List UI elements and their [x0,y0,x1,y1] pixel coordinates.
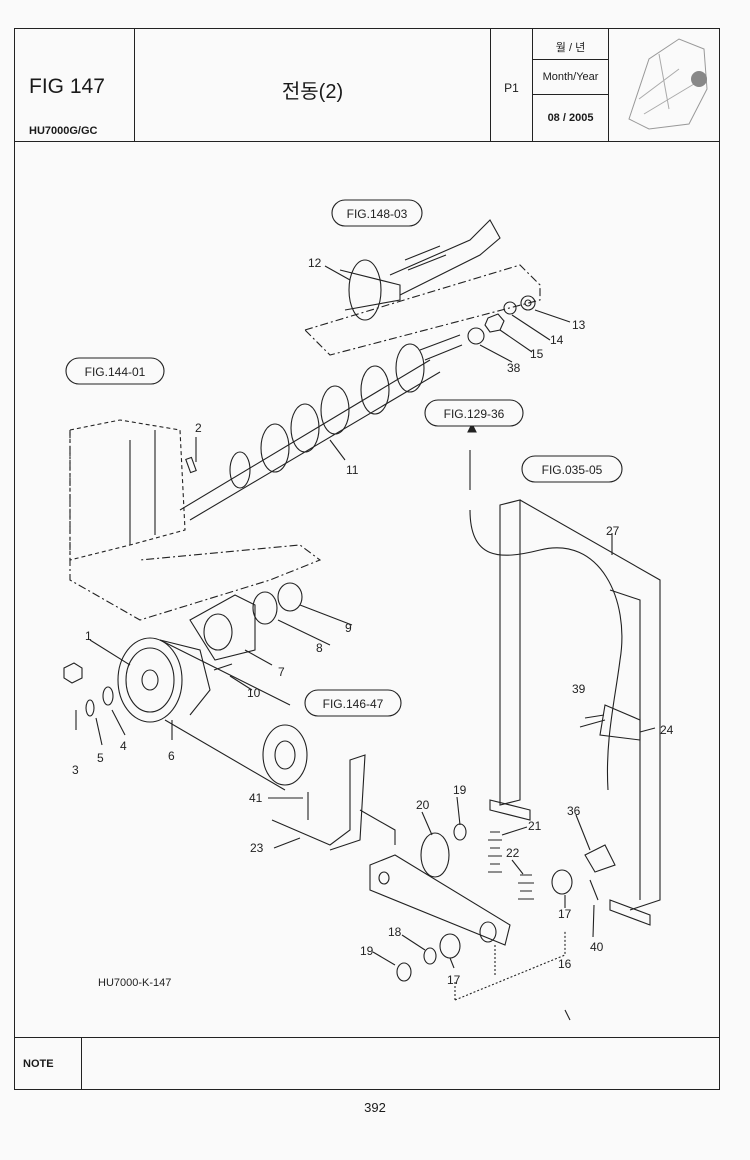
part-label: 12 [308,256,322,270]
nut-15-icon [484,313,505,333]
ref-148-03: FIG.148-03 [331,199,423,227]
washer-13-icon [520,295,536,311]
washer-4-icon [102,686,114,706]
spring-22-icon [518,874,534,900]
ref-144-01: FIG.144-01 [65,357,165,385]
spring-21-icon [488,831,502,873]
part-label: 17 [447,973,461,987]
ref-146-47: FIG.146-47 [304,689,402,717]
frame-left-icon [69,419,186,561]
part-label: 11 [346,463,359,477]
part-label: 40 [590,940,604,954]
part-labels: 1 2 3 4 5 6 7 8 9 10 11 12 13 14 15 16 1… [72,256,674,987]
bolt-10-icon [213,663,233,671]
part-label: 14 [550,333,564,347]
tension-pulley-icon [262,724,308,786]
thumbnail-cell [609,29,719,141]
fig-cell: FIG 147 HU7000G/GC [15,29,135,141]
pin-36-icon [584,844,616,873]
part-label: 19 [360,944,374,958]
lever-16-icon [369,854,511,946]
model-code: HU7000G/GC [29,125,98,137]
date-cell: 월 / 년 Month/Year 08 / 2005 [533,29,609,141]
belt-6-icon [159,639,291,791]
part-label: 22 [506,846,520,860]
svg-text:FIG.148-03: FIG.148-03 [347,207,408,221]
drawing-code: HU7000-K-147 [98,977,171,989]
part-label: 3 [72,763,79,777]
part-label: 39 [572,682,586,696]
part-label: 9 [345,621,352,635]
svg-text:FIG.129-36: FIG.129-36 [444,407,505,421]
part-label: 17 [558,907,572,921]
exploded-parts-diagram: FIG.148-03 FIG.144-01 FIG.129-36 FIG.035… [63,199,674,1021]
cable-27-icon [469,509,623,791]
month-year-kr: 월 / 년 [533,37,608,60]
part-label: 10 [247,686,261,700]
note-bar: NOTE [15,1037,719,1092]
washer-18-icon [423,947,437,965]
frame-right-icon [489,499,661,926]
bolt-40-icon [589,879,599,901]
part-label: 19 [453,783,467,797]
part-label: 23 [250,841,264,855]
ring-19-icon [453,823,467,841]
svg-text:FIG.144-01: FIG.144-01 [85,365,146,379]
svg-text:FIG.146-47: FIG.146-47 [323,697,384,711]
part-label: 27 [606,524,620,538]
header-block: FIG 147 HU7000G/GC 전동(2) P1 월 / 년 Month/… [15,29,719,142]
svg-text:FIG.035-05: FIG.035-05 [542,463,603,477]
part-label: 15 [530,347,544,361]
auger-shaft-icon [179,334,463,521]
part-label: 8 [316,641,323,655]
part-label: 16 [558,957,572,971]
part-label: 18 [388,925,402,939]
washer-5-icon [85,699,95,717]
part-label: 36 [567,804,581,818]
part-label: 2 [195,421,202,435]
part-label: 6 [168,749,175,763]
machine-thumbnail-icon [628,38,708,130]
ref-129-36: FIG.129-36 [424,399,524,427]
ref-035-05: FIG.035-05 [521,455,623,483]
pulley-20-icon [420,832,450,878]
part-label: 7 [278,665,285,679]
page-code-cell: P1 [491,29,533,141]
bearing-8-icon [252,591,278,625]
washer-14-icon [503,301,517,315]
part-label: 20 [416,798,430,812]
note-label-cell: NOTE [15,1038,82,1090]
plate-24-icon [599,704,641,741]
ring-19b-icon [396,962,412,982]
collar-17-icon [551,869,573,895]
bracket-23-icon [271,754,396,851]
revision-date: 08 / 2005 [547,112,594,124]
page-title: 전동(2) [281,81,344,103]
note-label: NOTE [23,1058,54,1070]
bearing-housing-7-icon [189,594,256,661]
part-label: 24 [660,723,674,737]
snap-ring-38-icon [467,327,485,345]
title-cell: 전동(2) [135,29,491,141]
page-number: 392 [364,1100,386,1115]
part-label: 38 [507,361,521,375]
fig-number: FIG 147 [29,75,105,98]
nut-3-icon [63,662,83,684]
bolt-39-icon [584,714,605,719]
part-label: 13 [572,318,586,332]
part-label: 41 [249,791,263,805]
arrow-up-icon [467,422,477,433]
part-label: 1 [85,629,92,643]
collar-17b-icon [439,933,461,959]
pulley-1-icon [117,637,211,723]
feeder-head-icon [339,219,501,321]
seal-9-icon [277,582,303,612]
part-label: 21 [528,819,542,833]
part-label: 5 [97,751,104,765]
page-code: P1 [504,81,519,95]
month-year-en: Month/Year [533,60,608,95]
part-label: 4 [120,739,127,753]
page-frame: FIG 147 HU7000G/GC 전동(2) P1 월 / 년 Month/… [14,28,720,1090]
